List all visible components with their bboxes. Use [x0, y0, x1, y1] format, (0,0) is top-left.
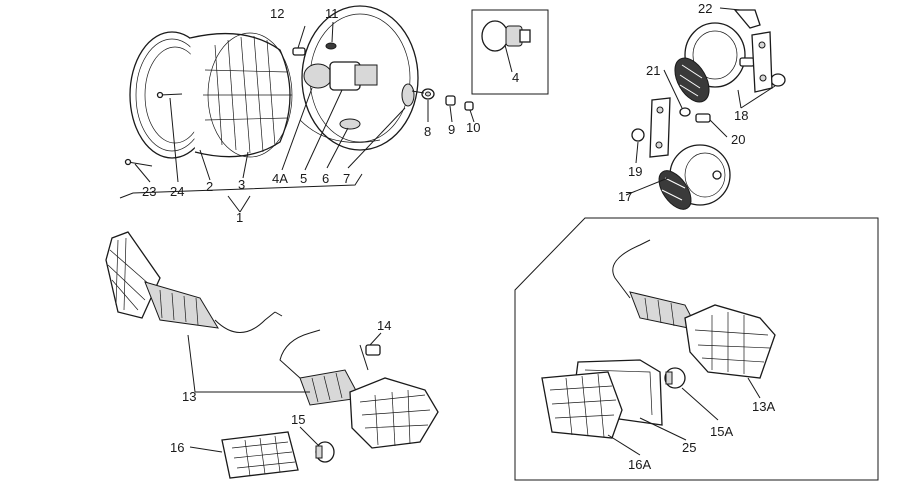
headlight-lens: [189, 32, 293, 158]
callout-22: 22: [698, 1, 712, 16]
callout-24: 24: [170, 184, 184, 199]
horn-lower: [658, 144, 731, 210]
callout-labels: 1 2 3 4 4A 5 6 7 8 9 10 11 12 13 13A 14 …: [142, 1, 775, 472]
callout-16a: 16A: [628, 457, 651, 472]
callout-16: 16: [170, 440, 184, 455]
callout-20: 20: [731, 132, 745, 147]
callout-10: 10: [466, 120, 480, 135]
callout-9: 9: [448, 122, 455, 137]
callout-15: 15: [291, 412, 305, 427]
callout-13a: 13A: [752, 399, 775, 414]
turn-signal-variant-inset: [514, 217, 879, 481]
leader-lines: [119, 7, 776, 456]
callout-17: 17: [618, 189, 632, 204]
callout-15a: 15A: [710, 424, 733, 439]
callout-21: 21: [646, 63, 660, 78]
horn-upper: [674, 22, 786, 103]
headlight-bulb: [292, 42, 378, 91]
callout-12: 12: [270, 6, 284, 21]
bulb-inset: [471, 9, 549, 95]
headlight-assembly: [124, 5, 474, 167]
turn-signal-left: [105, 231, 439, 479]
rim-screws: [124, 91, 183, 167]
callout-3: 3: [238, 177, 245, 192]
horn-plate: [631, 97, 711, 158]
headlight-fasteners: [411, 88, 474, 111]
callout-13: 13: [182, 389, 196, 404]
callout-18: 18: [734, 108, 748, 123]
horn-assembly: [631, 9, 786, 210]
horn-bracket: [733, 9, 773, 93]
callout-23: 23: [142, 184, 156, 199]
callout-4a: 4A: [272, 171, 288, 186]
callout-25: 25: [682, 440, 696, 455]
callout-6: 6: [322, 171, 329, 186]
callout-7: 7: [343, 171, 350, 186]
callout-2: 2: [206, 179, 213, 194]
callout-4: 4: [512, 70, 519, 85]
callout-1: 1: [236, 210, 243, 225]
callout-8: 8: [424, 124, 431, 139]
callout-14: 14: [377, 318, 391, 333]
callout-11: 11: [325, 6, 339, 21]
callout-5: 5: [300, 171, 307, 186]
callout-19: 19: [628, 164, 642, 179]
